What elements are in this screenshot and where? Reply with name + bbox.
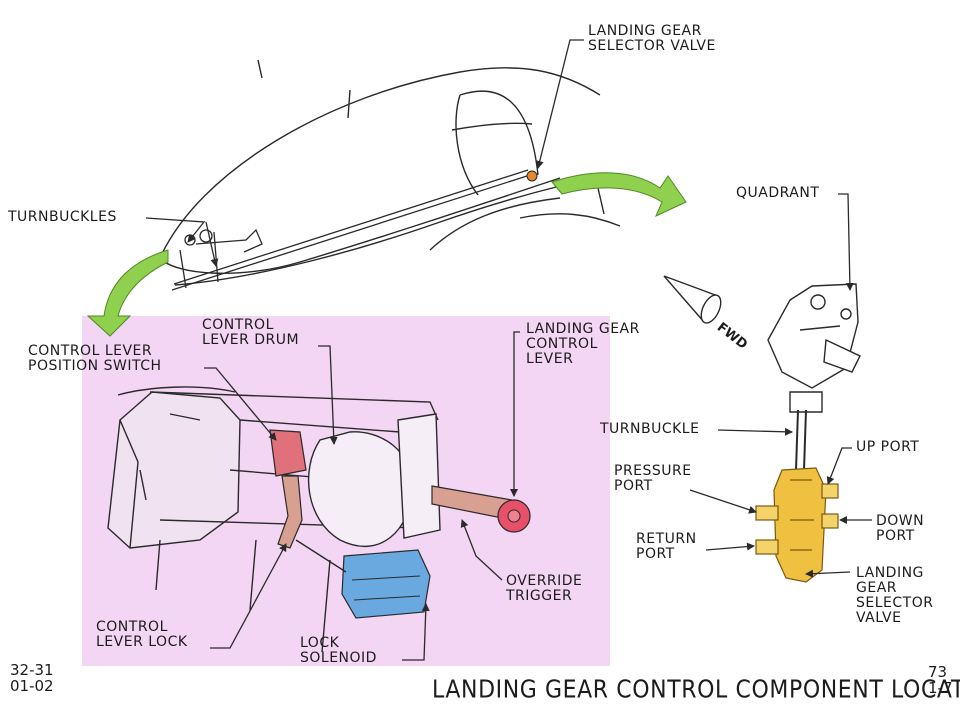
control-cable-run — [171, 169, 531, 291]
leader-quadrant — [838, 193, 854, 291]
selector-valve-location — [526, 170, 538, 182]
label-down-port: DOWN PORT — [876, 514, 924, 544]
page-ref-line: 32-31 — [10, 661, 54, 679]
leader-lock-solenoid — [402, 603, 430, 661]
quadrant-assembly — [767, 283, 861, 413]
leader-selector-valve-bottom — [805, 569, 851, 578]
leader-selector-valve-top — [535, 39, 584, 169]
leader-return-port — [705, 542, 755, 551]
label-line: VALVE — [856, 610, 902, 626]
label-line: SELECTOR VALVE — [588, 38, 716, 54]
label-line: GEAR — [856, 580, 897, 596]
label-line: PORT — [614, 478, 653, 494]
leader-pressure-port — [689, 489, 757, 514]
fuselage-outline — [159, 59, 621, 286]
label-selector-valve-top: LANDING GEAR SELECTOR VALVE — [588, 24, 716, 54]
label-lock-solenoid: LOCK SOLENOID — [300, 636, 377, 666]
label-control-lever-drum: CONTROL LEVER DRUM — [202, 318, 299, 348]
label-override-trigger: OVERRIDE TRIGGER — [506, 574, 582, 604]
leader-control-lever — [510, 331, 520, 497]
label-line: POSITION SWITCH — [28, 358, 162, 374]
page-ref-line: 01-02 — [10, 677, 54, 695]
page-ref-line: 1-7 — [928, 679, 953, 697]
leader-turnbuckles-2 — [205, 221, 219, 267]
diagram-title: LANDING GEAR CONTROL COMPONENT LOCATION — [432, 676, 960, 704]
label-line: LEVER — [526, 351, 574, 367]
selector-valve-body — [755, 467, 839, 583]
label-line: LANDING GEAR — [588, 23, 702, 39]
label-line: LOCK — [300, 635, 340, 651]
label-line: PORT — [876, 528, 915, 544]
label-return-port: RETURN PORT — [636, 532, 697, 562]
leader-turnbuckle — [717, 427, 793, 436]
label-line: LANDING — [856, 565, 924, 581]
label-line: PRESSURE — [614, 463, 692, 479]
control-lever-mechanism — [107, 386, 531, 653]
label-line: TURNBUCKLE — [600, 421, 700, 437]
label-line: CONTROL — [526, 336, 598, 352]
leader-up-port — [826, 447, 852, 485]
label-control-lever-position-switch: CONTROL LEVER POSITION SWITCH — [28, 344, 162, 374]
transfer-arrow-right — [551, 172, 687, 218]
label-line: QUADRANT — [736, 185, 820, 201]
leader-lines — [145, 39, 872, 661]
label-selector-valve-bottom: LANDING GEAR SELECTOR VALVE — [856, 566, 933, 626]
label-line: RETURN — [636, 531, 697, 547]
label-line: CONTROL — [202, 317, 274, 333]
label-line: CONTROL LEVER — [28, 343, 153, 359]
fwd-direction-arrow — [663, 275, 722, 324]
label-line: DOWN — [876, 513, 925, 529]
leader-turnbuckles — [145, 217, 206, 243]
label-line: SELECTOR — [856, 595, 934, 611]
label-turnbuckles: TURNBUCKLES — [8, 210, 117, 225]
label-line: UP PORT — [856, 439, 920, 455]
label-line: OVERRIDE — [506, 573, 583, 589]
label-line: TURNBUCKLES — [8, 209, 117, 225]
fwd-label: FWD — [714, 320, 750, 353]
label-turnbuckle: TURNBUCKLE — [600, 422, 699, 437]
label-line: TRIGGER — [506, 588, 573, 604]
label-line: SOLENOID — [300, 650, 377, 666]
transfer-arrow-left — [86, 249, 169, 337]
leader-override-trigger — [460, 519, 503, 581]
page-ref-line: 73 — [928, 663, 948, 681]
leader-lever-drum — [318, 345, 338, 445]
label-up-port: UP PORT — [856, 440, 919, 455]
label-pressure-port: PRESSURE PORT — [614, 464, 692, 494]
page-ref-left: 32-31 01-02 — [10, 662, 54, 694]
label-line: PORT — [636, 546, 675, 562]
label-line: LEVER DRUM — [202, 332, 300, 348]
label-line: LEVER LOCK — [96, 634, 188, 650]
label-landing-gear-control-lever: LANDING GEAR CONTROL LEVER — [526, 322, 640, 367]
label-line: CONTROL — [96, 619, 168, 635]
label-line: LANDING GEAR — [526, 321, 640, 337]
label-control-lever-lock: CONTROL LEVER LOCK — [96, 620, 188, 650]
leader-position-switch — [204, 367, 277, 441]
page-ref-right: 73 1-7 — [928, 664, 953, 696]
label-quadrant: QUADRANT — [736, 186, 819, 201]
turnbuckle-rod — [795, 409, 807, 471]
leader-control-lever-lock — [210, 543, 287, 649]
